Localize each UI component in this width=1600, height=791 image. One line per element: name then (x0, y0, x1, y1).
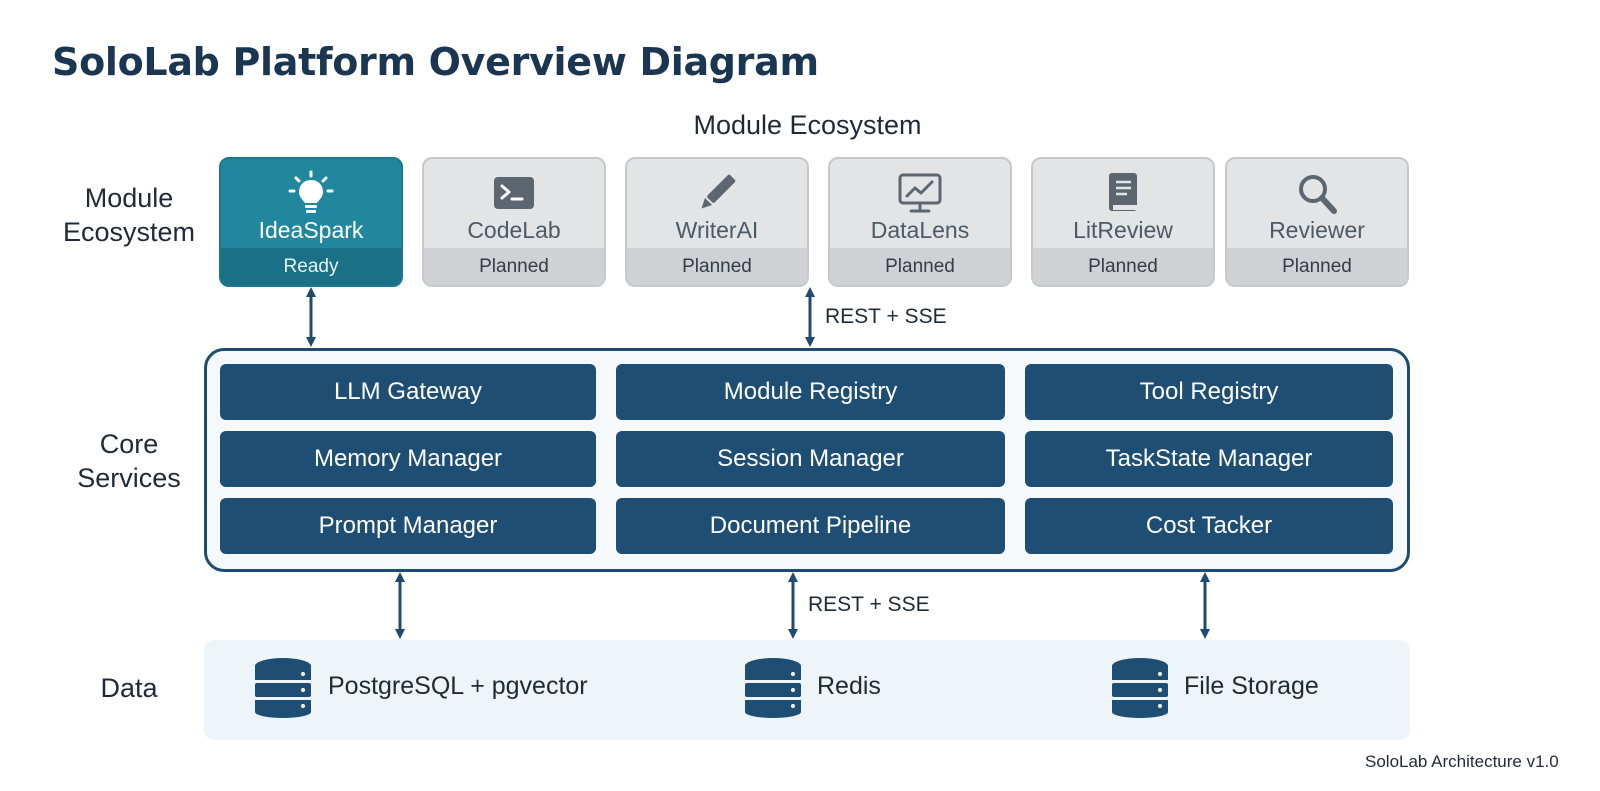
footer-version: SoloLab Architecture v1.0 (1365, 752, 1559, 771)
service-session-manager[interactable]: Session Manager (616, 431, 1005, 487)
module-name: Reviewer (1269, 217, 1365, 243)
module-status: Planned (1033, 248, 1213, 285)
module-status: Planned (830, 248, 1010, 285)
row-label-modules-line1: Module (84, 183, 174, 213)
module-reviewer[interactable]: Reviewer Planned (1225, 157, 1409, 287)
module-writerai[interactable]: WriterAI Planned (625, 157, 809, 287)
chart-monitor-icon (830, 171, 1010, 215)
module-name: WriterAI (675, 217, 759, 243)
database-icon (255, 658, 311, 718)
service-memory-manager[interactable]: Memory Manager (220, 431, 596, 487)
module-status: Planned (424, 248, 604, 285)
row-label-modules-line2: Ecosystem (62, 217, 196, 247)
row-label-core-line2: Services (77, 463, 181, 493)
module-status: Planned (1227, 248, 1407, 285)
data-layer-band (204, 640, 1410, 740)
module-codelab[interactable]: CodeLab Planned (422, 157, 606, 287)
connector-label-top: REST + SSE (825, 305, 947, 328)
terminal-icon (424, 171, 604, 215)
service-cost-tracker[interactable]: Cost Tacker (1025, 498, 1393, 554)
lightbulb-icon (221, 170, 401, 215)
module-name: IdeaSpark (258, 217, 364, 243)
service-tool-registry[interactable]: Tool Registry (1025, 364, 1393, 420)
row-label-core: Core Services (33, 427, 225, 495)
pencil-icon (627, 171, 807, 215)
service-module-registry[interactable]: Module Registry (616, 364, 1005, 420)
row-label-core-line1: Core (99, 429, 159, 459)
book-icon (1033, 171, 1213, 215)
module-datalens[interactable]: DataLens Planned (828, 157, 1012, 287)
service-document-pipeline[interactable]: Document Pipeline (616, 498, 1005, 554)
connector-label-bottom: REST + SSE (808, 593, 930, 616)
service-prompt-manager[interactable]: Prompt Manager (220, 498, 596, 554)
module-name: DataLens (870, 217, 970, 243)
module-status: Ready (221, 248, 401, 285)
data-store-file-storage: File Storage (1184, 672, 1319, 700)
module-name: CodeLab (467, 217, 561, 243)
module-ideaspark[interactable]: IdeaSpark Ready (219, 157, 403, 287)
module-litreview[interactable]: LitReview Planned (1031, 157, 1215, 287)
service-taskstate-manager[interactable]: TaskState Manager (1025, 431, 1393, 487)
row-label-data: Data (100, 673, 158, 703)
page-title: SoloLab Platform Overview Diagram (52, 40, 819, 84)
service-llm-gateway[interactable]: LLM Gateway (220, 364, 596, 420)
database-icon (1112, 658, 1168, 718)
module-status: Planned (627, 248, 807, 285)
data-store-redis: Redis (817, 672, 881, 700)
magnifier-icon (1227, 171, 1407, 215)
ecosystem-heading: Module Ecosystem (693, 110, 922, 140)
row-label-modules: Module Ecosystem (33, 181, 225, 249)
data-store-postgres: PostgreSQL + pgvector (328, 672, 588, 700)
module-name: LitReview (1073, 217, 1173, 243)
database-icon (745, 658, 801, 718)
